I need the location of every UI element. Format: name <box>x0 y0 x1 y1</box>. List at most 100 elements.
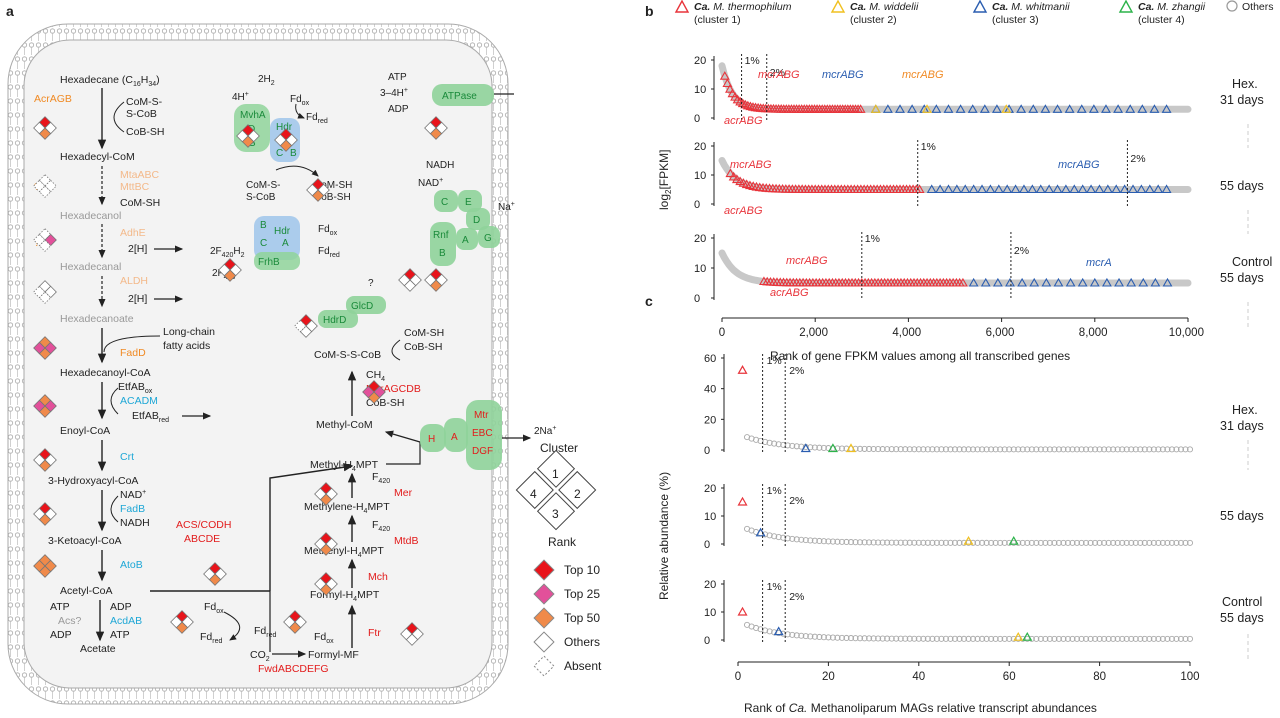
rank-label: Top 50 <box>564 611 600 625</box>
mag-marker <box>780 534 787 541</box>
mag-marker <box>829 634 836 641</box>
x-tick-label: 2,000 <box>799 327 828 339</box>
gene-marker <box>991 104 1002 113</box>
fd-ox-3: Fd <box>290 94 302 105</box>
hdr-1: Hdr <box>276 122 293 133</box>
percentile-label: 2% <box>770 67 785 79</box>
mag-marker <box>902 539 909 546</box>
enzyme-acs-codh: ACS/CODH <box>176 519 231 531</box>
gene-label: mcrABG <box>902 69 944 81</box>
gene-marker <box>1088 104 1099 113</box>
mag-marker <box>753 436 760 443</box>
rnf-a: A <box>462 235 469 246</box>
rank-label: Top 10 <box>564 563 600 577</box>
mag-marker <box>820 444 827 451</box>
mag-marker <box>915 539 922 546</box>
panel-b-xlabel: Rank of gene FPKM values among all trans… <box>770 349 1070 363</box>
coms-scob-label: CoM-S- <box>126 96 163 108</box>
mag-marker <box>1001 635 1008 642</box>
gene-marker <box>1017 277 1028 287</box>
mag-marker <box>834 538 841 545</box>
cluster-num-2: 2 <box>574 487 581 501</box>
mag-marker <box>852 539 859 546</box>
etfab-red: EtfAB <box>132 410 159 422</box>
mag-marker <box>897 446 904 453</box>
nadh-r: NADH <box>426 160 454 171</box>
mag-marker <box>1186 635 1194 642</box>
y-tick-label: 10 <box>694 170 706 182</box>
h-plus-label: 4H <box>232 92 245 103</box>
mag-marker <box>816 444 823 451</box>
legend-name: Ca. M. thermophilum <box>694 1 792 13</box>
gene-marker <box>1029 277 1040 287</box>
acetate: Acetate <box>80 643 116 655</box>
hexadecanal: Hexadecanal <box>60 261 121 273</box>
legend-marker <box>1118 0 1134 13</box>
x-tick-label: 0 <box>719 327 725 339</box>
mag-marker <box>843 634 850 642</box>
enzyme-acdab: AcdAB <box>110 615 142 627</box>
hdr2-c: C <box>260 238 267 249</box>
mag-marker <box>897 635 904 642</box>
two-h-1: 2[H] <box>128 243 147 255</box>
mag-marker <box>1173 446 1180 453</box>
mag-marker <box>762 531 769 538</box>
gene-marker <box>1094 184 1105 194</box>
f420h2-label: 2F <box>210 246 222 257</box>
mtr-ebc: EBC <box>472 428 493 439</box>
rank-diamond <box>362 380 386 404</box>
gene-marker <box>728 171 739 181</box>
mag-marker <box>847 539 855 546</box>
x-tick-label: 80 <box>1093 671 1106 683</box>
mag-marker <box>811 537 818 544</box>
percentile-label: 2% <box>789 495 804 507</box>
mag-marker <box>825 538 832 545</box>
frhb: FrhB <box>258 257 280 268</box>
mag-marker <box>1114 446 1121 453</box>
mag-marker <box>1110 539 1117 546</box>
mag-marker <box>1146 539 1153 546</box>
mag-marker <box>856 539 864 546</box>
mag-marker <box>802 537 809 544</box>
mag-marker <box>775 533 782 541</box>
mag-marker <box>979 539 986 546</box>
mag-marker <box>915 446 922 453</box>
mag-marker <box>1078 446 1085 453</box>
rank-diamond <box>274 128 298 152</box>
mag-marker <box>1119 635 1126 642</box>
svg-text:2F420H2: 2F420H2 <box>210 246 245 259</box>
y-tick-label: 20 <box>704 414 716 426</box>
mag-marker <box>1015 539 1022 546</box>
mag-marker <box>893 446 900 453</box>
y-tick-label: 0 <box>704 635 710 647</box>
mag-marker <box>1159 446 1166 453</box>
comsh-label: CoM-SH <box>120 197 160 209</box>
adp-label-2: ADP <box>110 601 132 613</box>
svg-text:Fdox: Fdox <box>290 94 310 107</box>
mag-marker <box>920 539 927 546</box>
mag-marker <box>1064 446 1072 453</box>
mag-marker <box>879 539 886 546</box>
cobsh-label: CoB-SH <box>126 126 165 138</box>
mag-marker <box>1001 539 1008 546</box>
gene-marker <box>977 184 987 194</box>
gene-marker <box>855 104 866 113</box>
mag-marker <box>1159 635 1166 642</box>
mag-marker <box>1119 539 1126 546</box>
enzyme-acragb: AcrAGB <box>34 93 72 105</box>
mag-marker <box>1155 539 1162 546</box>
mag-marker <box>942 635 949 642</box>
mag-marker <box>1037 446 1044 453</box>
comsh-r: CoM-SH <box>404 327 444 339</box>
gene-marker <box>882 104 893 113</box>
svg-text:2H2: 2H2 <box>258 74 275 87</box>
mag-marker <box>1015 446 1022 453</box>
gene-label: mcrABG <box>730 159 772 171</box>
cluster-marker <box>1022 631 1033 641</box>
mag-marker <box>789 631 796 638</box>
enzyme-ftr: Ftr <box>368 627 381 639</box>
mag-marker <box>1042 446 1049 453</box>
mag-marker <box>888 539 895 546</box>
gene-marker <box>1161 104 1172 113</box>
mag-marker <box>807 633 814 640</box>
